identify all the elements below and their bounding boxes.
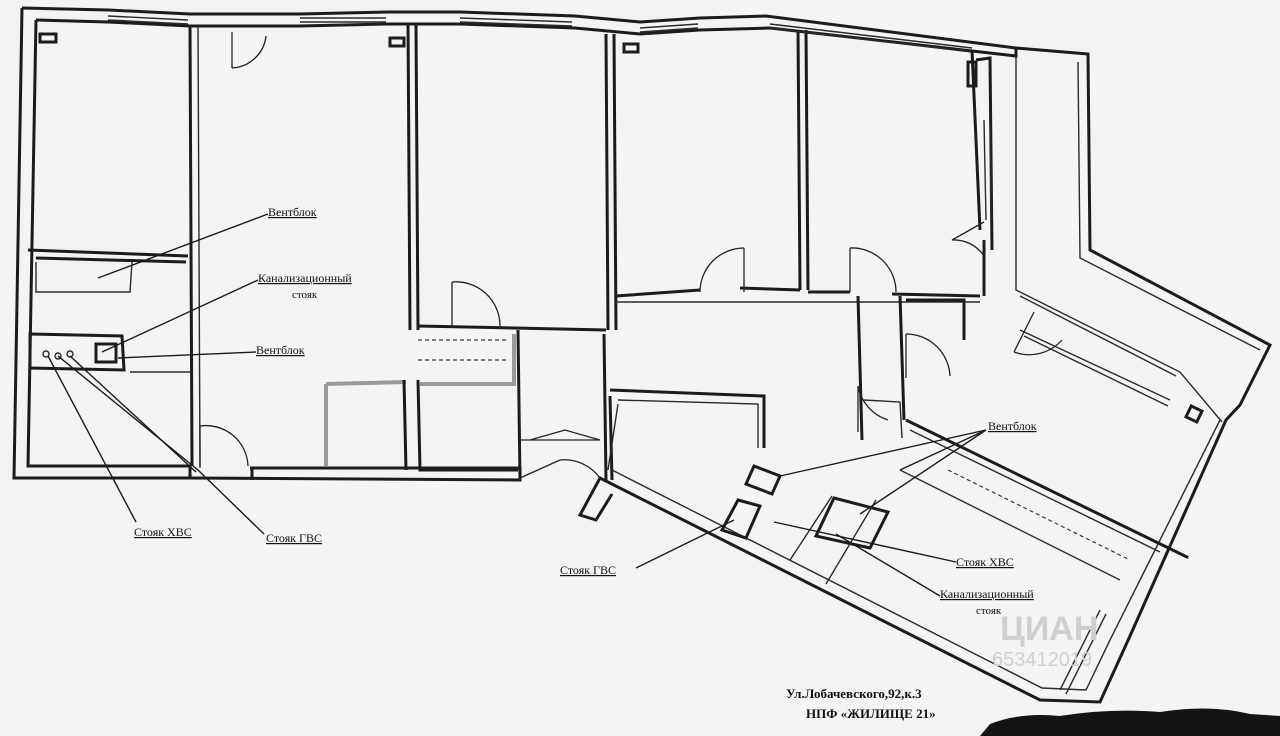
label-ventblock-2: Вентблок: [256, 343, 305, 357]
right-wing-exterior-inner: [611, 61, 1261, 691]
watermark-brand: ЦИАН: [1000, 610, 1098, 648]
balcony-outline: [1015, 56, 1223, 423]
riser-block-left: [94, 342, 118, 364]
windows: [107, 15, 1171, 695]
stamp-company: НПФ «ЖИЛИЩЕ 21»: [806, 706, 936, 721]
address-stamp: Ул.Лобачевского,92,к.3 НПФ «ЖИЛИЩЕ 21»: [786, 686, 936, 721]
left-wall: [12, 7, 192, 480]
label-sewer-2-line2: стояк: [976, 605, 1002, 617]
watermark-code: 653412019: [992, 649, 1092, 671]
label-sewer-1-line2: стояк: [292, 289, 318, 301]
interior-walls: [27, 23, 1189, 585]
outer-walls: [12, 6, 1272, 704]
scan-smudge: [980, 708, 1280, 736]
shaft-1: [743, 464, 783, 496]
top-wall: [21, 6, 1018, 58]
labels: Вентблок Канализационный стояк Вентблок …: [134, 205, 1037, 617]
label-ventblock-1: Вентблок: [268, 205, 317, 219]
label-riser-hot-2: Стояк ГВС: [560, 563, 616, 577]
shaft-2: [719, 498, 763, 540]
label-sewer-1-line1: Канализационный: [258, 271, 352, 285]
label-ventblock-3: Вентблок: [988, 419, 1037, 433]
label-riser-hot-1: Стояк ГВС: [266, 531, 322, 545]
stamp-address: Ул.Лобачевского,92,к.3: [786, 686, 922, 701]
watermark: ЦИАН 653412019: [992, 610, 1098, 671]
fixtures: [38, 32, 1205, 425]
label-sewer-2-line1: Канализационный: [940, 587, 1034, 601]
leader-lines: [47, 213, 987, 597]
right-wing-exterior: [577, 46, 1272, 704]
label-riser-cold-1: Стояк ХВС: [134, 525, 192, 539]
label-riser-cold-2: Стояк ХВС: [956, 555, 1014, 569]
doors: [199, 32, 1063, 479]
